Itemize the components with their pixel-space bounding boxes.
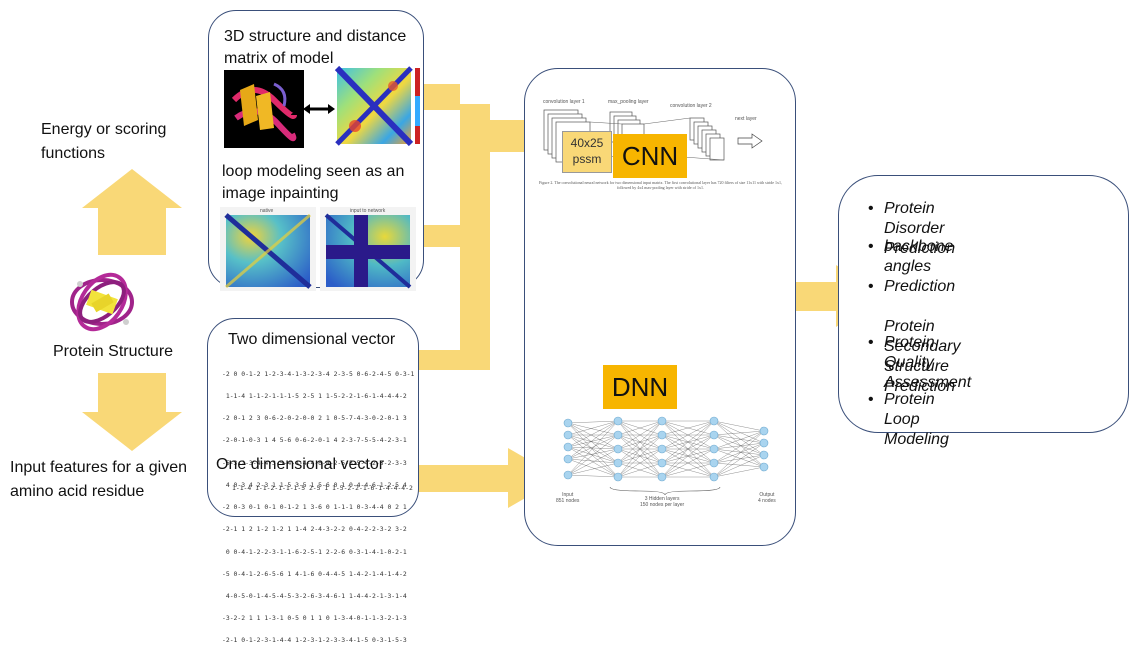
predictions-box <box>838 175 1129 433</box>
loop-image-connector <box>415 225 465 247</box>
prediction-item-label: Protein Loop Modeling <box>884 391 949 448</box>
prediction-item: • Protein Quality Assessment <box>868 333 972 393</box>
maxpool-label: max_pooling layer <box>608 99 649 105</box>
matrix-row: -5 0-4-1-2-6-5-6 1 4-1-6 0-4-4-5 1-4-2-1… <box>222 569 407 578</box>
pssm-label: 40x25 pssm <box>570 136 604 166</box>
dnn-arrow-icon <box>390 448 560 508</box>
two-dim-vector-label: Two dimensional vector <box>228 331 396 348</box>
energy-label: Energy or scoring functions <box>41 121 167 162</box>
conv1-label: convolution layer 1 <box>543 99 585 105</box>
matrix-row: 4-0-5-0-1-4-5-4-5-3-2-6-3-4-6-1 1-4-4-2-… <box>222 592 407 600</box>
cnn-tag: CNN <box>613 134 687 178</box>
loop-input-heatmap <box>324 213 412 289</box>
dnn-network-diagram <box>563 416 769 496</box>
ribbon-model-image <box>224 70 304 148</box>
bullet-icon: • <box>868 278 874 295</box>
bullet-icon: • <box>868 334 874 351</box>
output-nodes-label: Output 4 nodes <box>758 492 776 504</box>
dnn-tag: DNN <box>603 365 677 409</box>
prediction-item-label: Protein Quality Assessment <box>884 334 972 391</box>
matrix-row: -2 0-3 0-1 0-1 0-1-2 1 3-6 0 1-1-1 0-3-4… <box>222 503 407 512</box>
one-dim-vector-label: One dimensional vector <box>216 456 385 473</box>
matrix-row: 0 0-4-1-2-2-3-1-1-6-2-5-1 2-2-6 0-3-1-4-… <box>222 547 407 556</box>
loop-panel-native-caption: native <box>260 208 274 214</box>
loop-modeling-title: loop modeling seen as an image inpaintin… <box>222 163 405 202</box>
loop-native-heatmap <box>224 213 312 289</box>
input-features-label: Input features for a given amino acid re… <box>10 459 187 500</box>
input-nodes-label: Input 851 nodes <box>556 492 580 504</box>
one-dim-vector: 1-1-4 1-1-2-1-1-1-5 2-5 1 1-5-2-2-1-6-1-… <box>232 484 413 492</box>
structure-title: 3D structure and distance matrix of mode… <box>224 28 407 67</box>
loop-panel-input: input to network <box>320 207 416 291</box>
down-arrow-icon <box>82 373 182 451</box>
loop-panel-input-caption: input to network <box>350 208 386 214</box>
two-dim-matrix: -2 0 0-1-2 1-2-3-4-1-3-2-3-4 2-3-5 0-6-2… <box>222 356 415 652</box>
bullet-icon: • <box>868 238 874 255</box>
matrix-row: -2 0-1 2 3 0-6-2-0-2-0-0 2 1 0-5-7-4-3-0… <box>222 414 407 423</box>
loop-panel-native: native <box>220 207 316 291</box>
matrix-row: -5-3-2-3-4-4-3-5-4-4-4-4-6-4-2-5-5-5-4-2… <box>222 458 407 467</box>
distance-matrix-image <box>334 65 420 147</box>
up-arrow-icon <box>82 169 182 255</box>
vector-features-box <box>207 318 419 517</box>
next-layer-label: next layer <box>735 116 757 122</box>
double-arrow-icon <box>303 104 335 114</box>
hidden-nodes-label: 3 Hidden layers 150 nodes per layer <box>640 496 685 508</box>
matrix-row: -2-1 1 2 1-2 1-2 1 1-4 2-4-3-2-2 0-4-2-2… <box>222 525 407 534</box>
matrix-row: -2 0 0-1-2 1-2-3-4-1-3-2-3-4 2-3-5 0-6-2… <box>222 369 415 378</box>
protein-structure-label: Protein Structure <box>53 343 174 360</box>
prediction-item-label: backbone angles Prediction <box>884 238 956 295</box>
prediction-item: • Protein Secondary Structure Prediction <box>868 277 961 397</box>
prediction-item: • Protein Loop Modeling <box>868 390 949 450</box>
conv2-label: convolution layer 2 <box>670 103 712 109</box>
bullet-icon: • <box>868 200 874 217</box>
protein-structure-icon <box>70 272 134 332</box>
cnn-caption: Figure 2. The convolutional neural netwo… <box>538 180 783 190</box>
prediction-item: • backbone angles Prediction <box>868 237 956 297</box>
pssm-box <box>562 131 612 173</box>
prediction-item-label: Protein Secondary Structure Prediction <box>884 318 961 395</box>
prediction-item-label: Protein Disorder Prediction <box>884 200 956 257</box>
bullet-icon: • <box>868 391 874 408</box>
matrix-row: -3-2-2 1 1 1-3-1 0-5 0 1 1 0 1-3-4-0-1-1… <box>222 614 407 623</box>
prediction-item: • Protein Disorder Prediction <box>868 199 956 259</box>
matrix-row: 1-1-4 1-1-2-1-1-1-5 2-5 1 1-5-2-2-1-6-1-… <box>222 392 407 401</box>
matrix-row: -2-1 0-1-2-3-1-4-4 1-2-3-1-2-3-3-4-1-5 0… <box>222 636 407 645</box>
matrix-row: -2-0-1-0-3 1 4 5-6 0-6-2-0-1 4 2-3-7-5-5… <box>222 436 407 445</box>
